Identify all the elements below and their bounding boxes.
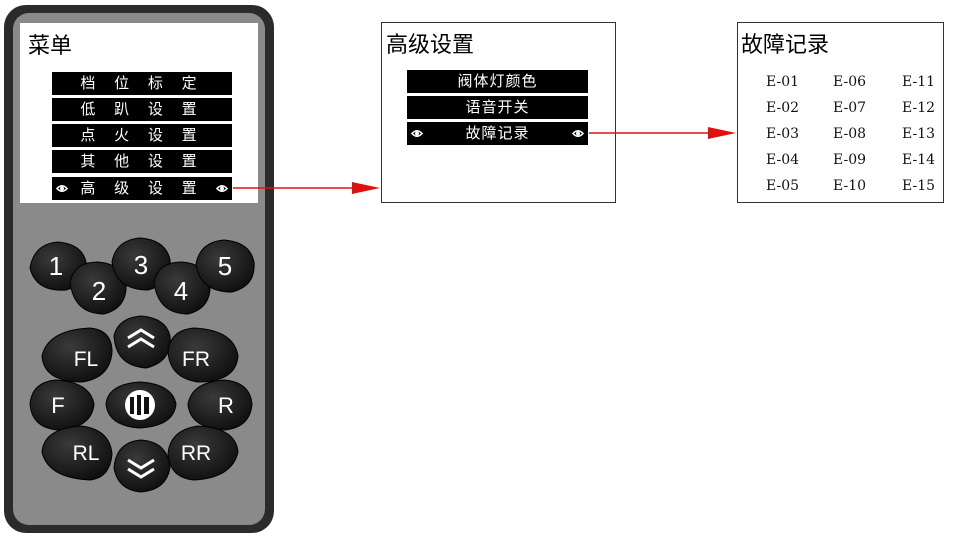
key-rl-label: RL	[73, 442, 100, 465]
selector-left-icon	[410, 129, 424, 138]
key-5[interactable]: 5	[195, 239, 255, 293]
arrow-menu-to-advanced	[233, 182, 380, 194]
key-rr-label: RR	[181, 442, 211, 465]
center-button[interactable]	[105, 381, 177, 429]
key-2[interactable]: 2	[69, 261, 127, 315]
logo-icon	[125, 390, 155, 420]
key-fr-label: FR	[182, 348, 210, 371]
fault-record-panel	[737, 22, 944, 203]
menu-item-calibration[interactable]: 档 位 标 定	[52, 72, 232, 95]
menu-item-label: 低 趴 设 置	[80, 100, 204, 118]
menu-title: 菜单	[28, 34, 73, 59]
key-r[interactable]: R	[187, 379, 253, 431]
fault-title: 故障记录	[741, 33, 830, 58]
menu-item-advanced[interactable]: 高 级 设 置	[52, 177, 232, 200]
key-rr[interactable]: RR	[167, 425, 239, 481]
adv-item-fault-record[interactable]: 故障记录	[407, 122, 588, 145]
fault-code: E-06	[833, 74, 867, 90]
selector-left-icon	[55, 184, 69, 193]
advanced-title: 高级设置	[386, 33, 475, 58]
adv-item-voice-switch[interactable]: 语音开关	[407, 96, 588, 119]
up-button[interactable]	[113, 315, 171, 369]
double-chevron-down-icon	[127, 458, 155, 470]
fault-code: E-03	[766, 126, 800, 142]
key-4-label: 4	[174, 276, 188, 306]
fault-code: E-02	[766, 100, 800, 116]
menu-item-other[interactable]: 其 他 设 置	[52, 150, 232, 173]
adv-item-label: 语音开关	[465, 98, 530, 116]
key-rl[interactable]: RL	[41, 425, 113, 481]
adv-item-label: 阀体灯颜色	[457, 72, 538, 90]
menu-item-label: 档 位 标 定	[80, 74, 204, 92]
key-f[interactable]: F	[29, 379, 95, 431]
adv-item-label: 故障记录	[465, 124, 530, 142]
adv-item-valve-light-color[interactable]: 阀体灯颜色	[407, 70, 588, 93]
fault-code: E-12	[902, 100, 936, 116]
fault-code: E-15	[902, 178, 936, 194]
key-f-label: F	[51, 393, 64, 418]
down-button[interactable]	[113, 439, 171, 493]
fault-code: E-01	[766, 74, 800, 90]
selector-right-icon	[571, 129, 585, 138]
fault-code: E-05	[766, 178, 800, 194]
key-fr[interactable]: FR	[167, 327, 239, 383]
fault-code: E-08	[833, 126, 867, 142]
menu-item-label: 点 火 设 置	[80, 126, 204, 144]
menu-item-label: 高 级 设 置	[80, 179, 204, 197]
key-1-label: 1	[49, 251, 63, 281]
fault-code: E-13	[902, 126, 936, 142]
fault-code: E-09	[833, 152, 867, 168]
fault-code: E-14	[902, 152, 936, 168]
key-fl[interactable]: FL	[41, 327, 113, 383]
key-5-label: 5	[218, 251, 232, 281]
key-3-label: 3	[134, 250, 148, 280]
menu-item-ignition[interactable]: 点 火 设 置	[52, 124, 232, 147]
key-r-label: R	[218, 393, 234, 418]
fault-code: E-04	[766, 152, 800, 168]
fault-code: E-10	[833, 178, 867, 194]
double-chevron-up-icon	[127, 328, 155, 340]
fault-code: E-11	[902, 74, 936, 90]
fault-code: E-07	[833, 100, 867, 116]
key-fl-label: FL	[74, 348, 99, 371]
arrow-advanced-to-faults	[589, 127, 736, 139]
menu-item-label: 其 他 设 置	[80, 152, 204, 170]
key-2-label: 2	[92, 276, 106, 306]
menu-item-lowride[interactable]: 低 趴 设 置	[52, 98, 232, 121]
selector-right-icon	[215, 184, 229, 193]
